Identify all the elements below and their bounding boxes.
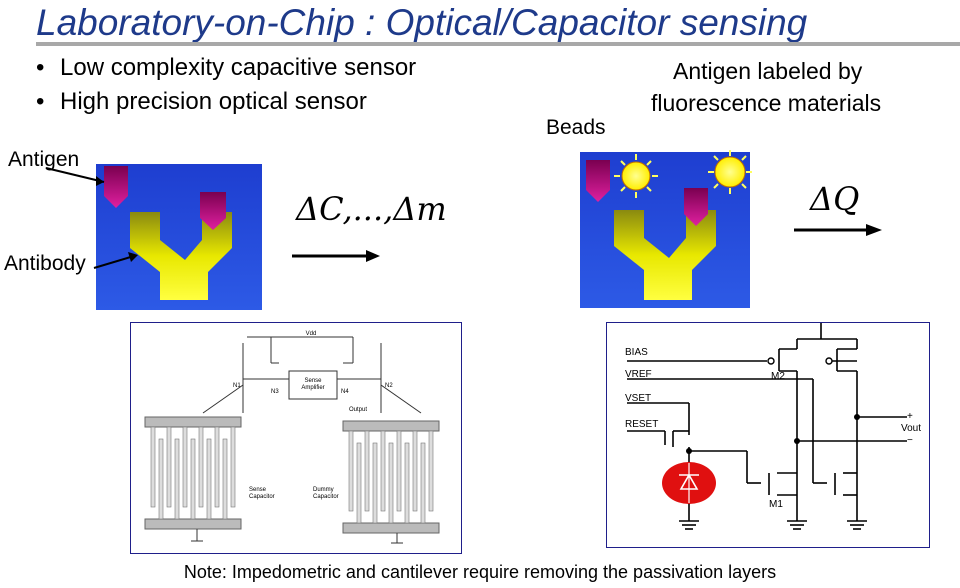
bullet-icon: • bbox=[36, 54, 45, 81]
node-label: N2 bbox=[385, 383, 393, 389]
dummy-cap-label-1: Dummy bbox=[313, 487, 334, 493]
pmos-bubble-load bbox=[825, 357, 833, 365]
antigen-shape-labeled-bound bbox=[684, 188, 708, 226]
footnote: Note: Impedometric and cantilever requir… bbox=[183, 562, 777, 582]
antibody-label: Antibody bbox=[4, 252, 86, 275]
sense-cap-label-1: Sense bbox=[249, 487, 267, 493]
bullet-text: High precision optical sensor bbox=[60, 88, 367, 115]
bullet-icon: • bbox=[36, 88, 45, 115]
antigen-pointer bbox=[45, 167, 105, 183]
junction-dot bbox=[854, 414, 860, 420]
left-arrow-head bbox=[366, 250, 380, 262]
vdd-label: Vdd bbox=[306, 331, 317, 337]
bead-right bbox=[708, 150, 752, 194]
junction-dot bbox=[686, 448, 692, 454]
caption-line-2: fluorescence materials bbox=[651, 90, 882, 116]
photodiode bbox=[662, 462, 716, 504]
bullet-item: • Low complexity capacitive sensor bbox=[36, 54, 416, 82]
antibody-pointer-head bbox=[128, 252, 138, 262]
delta-q-label: ΔQ bbox=[810, 180, 860, 218]
antigen-shape-labeled-free bbox=[586, 160, 610, 202]
bead-left bbox=[614, 154, 658, 198]
m1-label: M1 bbox=[769, 499, 783, 510]
optical-circuit-panel: BIAS VREF VSET RESET M2 M1 + Vout − bbox=[606, 322, 930, 548]
right-arrow-head bbox=[866, 224, 882, 236]
sense-cap-label-2: Capacitor bbox=[249, 494, 275, 500]
bullet-text: Low complexity capacitive sensor bbox=[60, 54, 417, 81]
antigen-shape-free bbox=[104, 166, 128, 208]
beads-label: Beads bbox=[546, 116, 606, 139]
amp-label-2: Amplifier bbox=[301, 385, 324, 391]
bullet-item: • High precision optical sensor bbox=[36, 88, 367, 116]
reset-label: RESET bbox=[625, 419, 658, 430]
vref-label: VREF bbox=[625, 369, 652, 380]
antigen-shape-bound bbox=[200, 192, 226, 230]
delta-c-label: ΔC,...,Δm bbox=[296, 190, 447, 228]
capacitive-circuit: Vdd N1 N3 N4 N2 Sense Amplifier Output S… bbox=[144, 331, 440, 544]
optical-circuit: BIAS VREF VSET RESET M2 M1 + Vout − bbox=[625, 323, 921, 530]
output-label: Output bbox=[349, 407, 367, 413]
antibody-pointer bbox=[93, 255, 135, 269]
capacitive-circuit-panel: Vdd N1 N3 N4 N2 Sense Amplifier Output S… bbox=[130, 322, 462, 554]
vout-label: Vout bbox=[901, 423, 921, 434]
slide-title: Laboratory-on-Chip : Optical/Capacitor s… bbox=[36, 2, 808, 43]
dummy-capacitor bbox=[342, 420, 440, 534]
pmos-bubble-m2 bbox=[767, 357, 775, 365]
node-label: N3 bbox=[271, 389, 279, 395]
antibody-shape bbox=[130, 212, 232, 300]
node-label: N1 bbox=[233, 383, 241, 389]
vout-minus: − bbox=[907, 435, 913, 446]
caption-line-1: Antigen labeled by bbox=[673, 58, 863, 84]
amp-label-1: Sense bbox=[304, 378, 322, 384]
title-divider bbox=[36, 42, 960, 46]
vout-plus: + bbox=[907, 411, 913, 422]
node-label: N4 bbox=[341, 389, 349, 395]
vset-label: VSET bbox=[625, 393, 651, 404]
m2-label: M2 bbox=[771, 371, 785, 382]
sense-capacitor bbox=[144, 416, 242, 530]
antigen-pointer-head bbox=[96, 176, 104, 186]
junction-dot bbox=[794, 438, 800, 444]
antibody-shape-labeled bbox=[614, 210, 716, 300]
dummy-cap-label-2: Capacitor bbox=[313, 494, 339, 500]
bias-label: BIAS bbox=[625, 347, 648, 358]
antigen-label: Antigen bbox=[8, 148, 80, 171]
